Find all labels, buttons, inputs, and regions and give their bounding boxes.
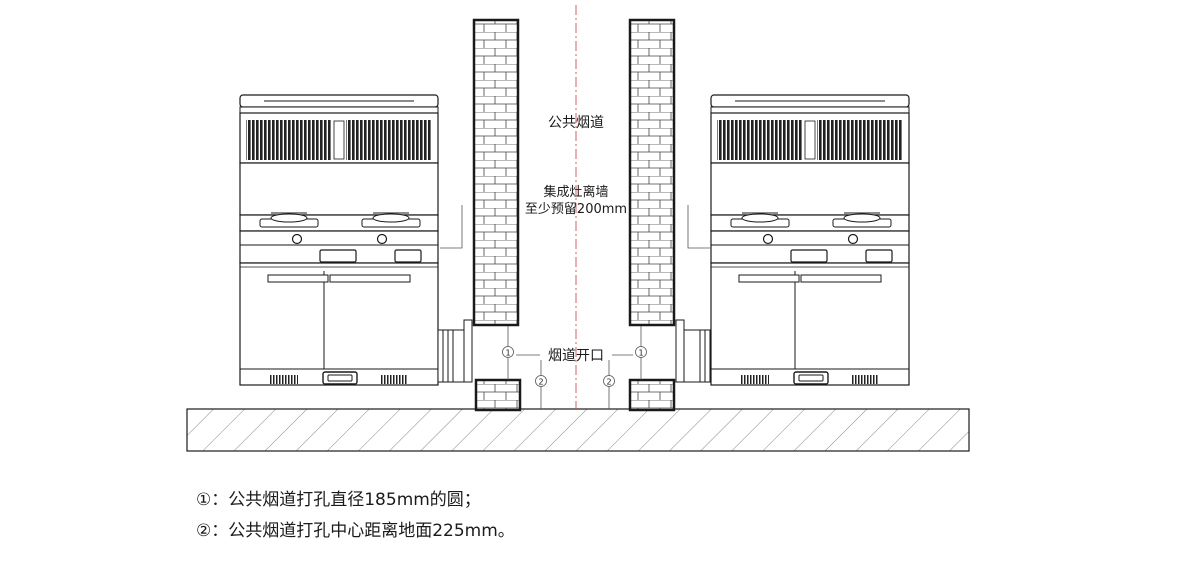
svg-text:2: 2 (606, 378, 611, 387)
diagram-canvas: 1 2 1 2 公共烟道 集成灶离墙 至少预留200mm 烟道开口 (186, 5, 970, 452)
marker-2-right: 2 (603, 375, 615, 387)
exhaust-duct-left (437, 319, 473, 383)
marker-1-right: 1 (635, 346, 647, 358)
svg-text:2: 2 (538, 378, 543, 387)
clearance-leaders (440, 205, 710, 249)
flue-wall-right (628, 18, 676, 412)
note-hole-height: ②：公共烟道打孔中心距离地面225mm。 (196, 521, 515, 541)
exhaust-duct-right (675, 319, 711, 383)
svg-text:1: 1 (638, 349, 643, 358)
svg-text:1: 1 (505, 349, 510, 358)
dimension-lines (507, 326, 642, 409)
label-wall-clearance-line1: 集成灶离墙 (543, 184, 608, 200)
integrated-stove-right (710, 94, 910, 386)
note-hole-diameter: ①：公共烟道打孔直径185mm的圆； (196, 490, 481, 510)
label-wall-clearance-line2: 至少预留200mm (525, 202, 627, 217)
integrated-stove-left (239, 94, 439, 386)
floor-slab (186, 408, 970, 452)
marker-2-left: 2 (535, 375, 547, 387)
flue-wall-left (472, 18, 522, 412)
label-flue-opening: 烟道开口 (548, 348, 604, 364)
label-public-flue: 公共烟道 (548, 115, 604, 131)
marker-1-left: 1 (502, 346, 514, 358)
